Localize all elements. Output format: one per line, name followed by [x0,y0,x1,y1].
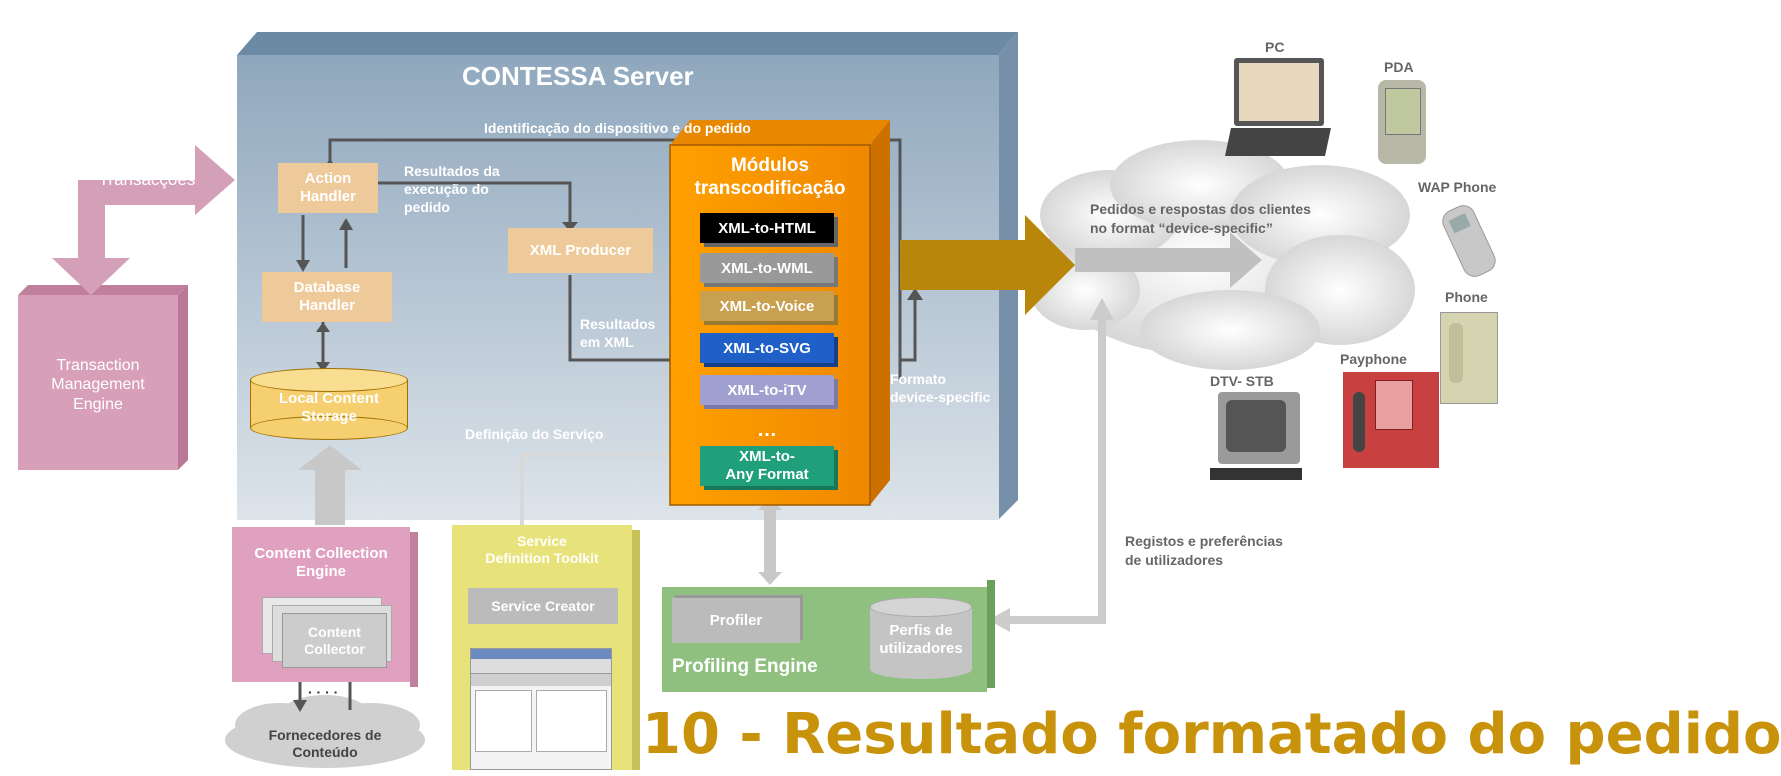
collection-up-arrow [298,445,362,525]
payphone-label: Payphone [1340,351,1407,367]
xml-to-svg-button[interactable]: XML-to-SVG [700,333,834,363]
service-def-label: Definição do Serviço [465,426,604,442]
modules-ellipsis: … [757,419,777,441]
transacoes-label: Transacções [98,169,196,189]
content-collection-side [410,532,418,687]
xml-to-wml-button[interactable]: XML-to-WML [700,253,834,283]
modules-box [669,144,871,506]
ident-label: Identificação do dispositivo e do pedido [484,120,751,136]
xml-producer-box[interactable]: XML Producer [508,228,653,273]
sdt-side [632,530,640,770]
profiling-arrow [758,497,782,585]
pc-icon[interactable] [1225,58,1331,158]
pc-label: PC [1265,39,1285,55]
phone-label: Phone [1445,289,1488,305]
profiler-box[interactable]: Profiler [672,598,800,643]
dtv-stb-label: DTV- STB [1210,373,1274,389]
service-creator-screenshot [470,648,612,770]
profiling-engine-side [987,580,995,688]
xml-to-any-button[interactable]: XML-to-Any Format [700,446,834,486]
output-arrow [900,215,1075,315]
collector-dots: · · · · [308,684,339,700]
figure-caption: 10 - Resultado formatado do pedido [642,702,1781,767]
transacoes-arrow [52,145,235,295]
stb-icon [1210,468,1302,480]
profiling-engine-label: Profiling Engine [672,656,818,677]
xml-to-html-button[interactable]: XML-to-HTML [700,213,834,243]
diagram-canvas [18,32,1415,768]
dtv-icon[interactable] [1218,392,1300,464]
server-title: CONTESSA Server [462,61,694,91]
wap-phone-label: WAP Phone [1418,179,1497,195]
tme-box [18,295,178,470]
service-creator-box[interactable]: Service Creator [468,588,618,624]
xml-to-voice-button[interactable]: XML-to-Voice [700,291,834,321]
payphone-icon[interactable] [1343,372,1439,468]
server-top-face [237,32,1018,55]
pda-icon[interactable] [1378,80,1426,164]
phone-icon[interactable] [1440,312,1498,404]
xml-to-itv-button[interactable]: XML-to-iTV [700,375,834,405]
pda-label: PDA [1384,59,1414,75]
